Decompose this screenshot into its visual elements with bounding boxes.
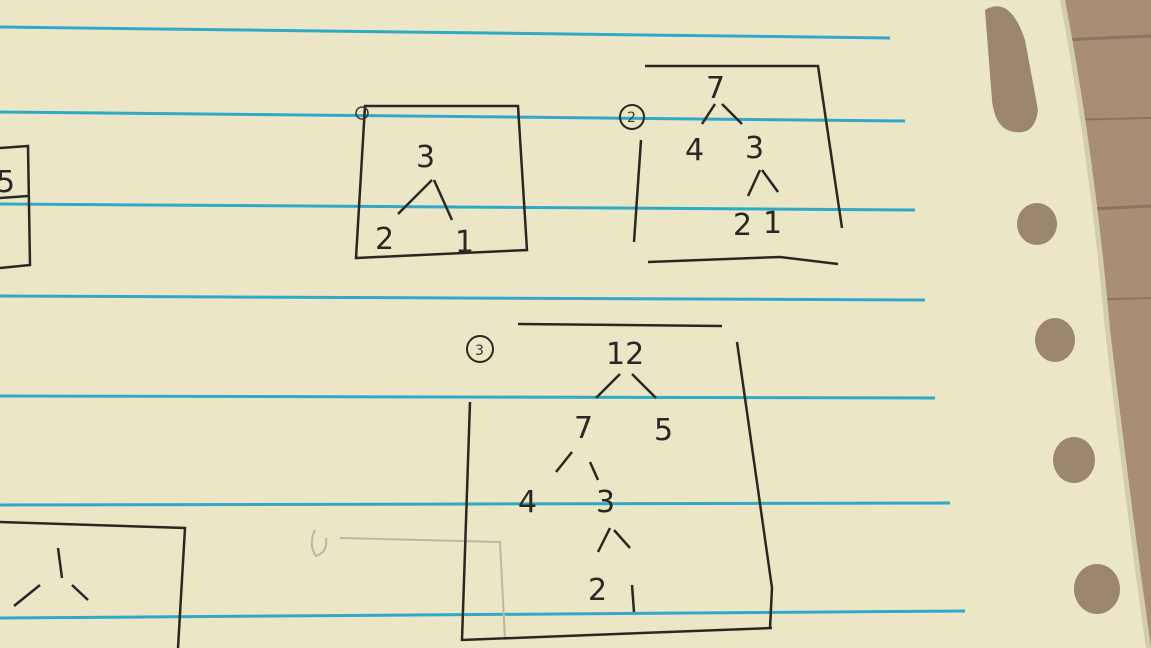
binder-hole	[985, 6, 1038, 133]
tree-1-frame	[354, 104, 529, 260]
rule-line	[0, 110, 906, 123]
tree-2-right-left-leaf: 2	[733, 208, 752, 243]
rule-line	[0, 202, 916, 212]
rule-line	[0, 25, 891, 40]
binder-hole	[1053, 437, 1095, 483]
partial-node-value: 5	[0, 165, 15, 200]
tree-2-right-right-leaf: 1	[763, 206, 782, 241]
tree-3: 3 12 7 5 4 3 2 1	[460, 322, 774, 642]
partial-box-left	[0, 144, 32, 270]
tree-1: 3 2 1	[354, 104, 529, 260]
tree-2-marker: 2	[627, 110, 636, 126]
tree-2-root: 7	[706, 71, 725, 106]
tree-1-edges	[397, 179, 454, 221]
tree-2: 2 7 4 3 2 1	[619, 64, 844, 266]
tree-3-root: 12	[606, 337, 644, 372]
ruled-lines	[0, 25, 966, 620]
rule-line	[0, 294, 926, 302]
partial-box-bottom-left	[0, 520, 187, 648]
tree-2-left-node: 4	[685, 133, 704, 168]
tree-3-lr-right-leaf: 1	[610, 573, 629, 608]
tree-3-frame-left	[460, 401, 773, 642]
tree-2-marker-circle	[619, 104, 645, 130]
rule-line	[0, 394, 936, 400]
tree-1-marker-circle	[355, 106, 369, 120]
tree-1-left-leaf: 2	[375, 222, 394, 257]
tree-2-edges	[700, 103, 780, 197]
tree-2-frame	[645, 64, 844, 229]
tree-3-frame-right	[735, 341, 774, 629]
erased-sketch	[310, 529, 506, 641]
tree-1-root: 3	[416, 140, 435, 175]
tree-2-underline	[647, 255, 839, 266]
tree-3-right-leaf: 5	[654, 413, 673, 448]
rule-line	[0, 501, 951, 507]
paper-edge-shadow	[1060, 0, 1151, 648]
tree-3-edges	[555, 373, 657, 613]
tree-3-lr-left-leaf: 2	[588, 573, 607, 608]
tree-3-left-right-node: 3	[596, 485, 615, 520]
tree-3-marker-circle	[466, 335, 494, 363]
binder-holes	[985, 6, 1120, 614]
tree-3-left-left-leaf: 4	[518, 485, 537, 520]
rule-line	[0, 609, 966, 620]
tree-3-frame-top	[517, 322, 723, 328]
tree-3-marker: 3	[475, 343, 484, 359]
tree-2-right-node: 3	[745, 131, 764, 166]
tree-3-left-node: 7	[574, 411, 593, 446]
binder-hole	[1074, 564, 1120, 614]
tree-1-right-leaf: 1	[455, 225, 474, 260]
binder-hole	[1035, 318, 1075, 362]
binder-hole	[1017, 203, 1057, 245]
